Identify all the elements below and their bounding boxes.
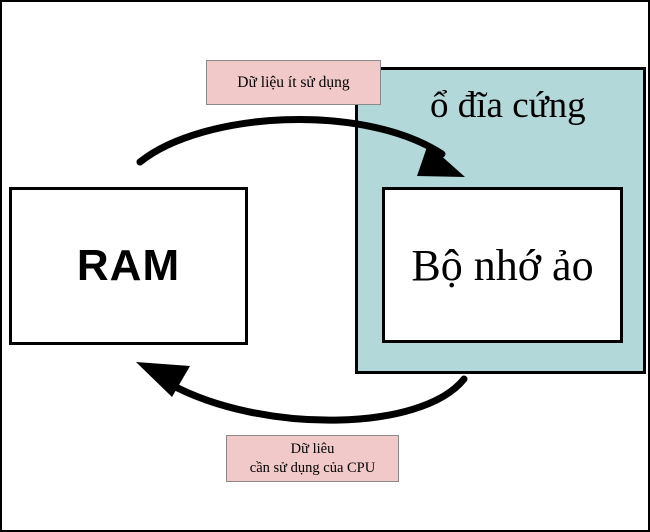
arrow-top-head (417, 144, 465, 177)
note-rarely-used-data: Dữ liệu ít sử dụng (206, 60, 381, 105)
arrow-ram-to-virtual-memory (136, 116, 465, 177)
arrow-virtual-memory-to-ram (136, 362, 468, 424)
virtual-memory-box: Bộ nhớ ảo (382, 187, 623, 343)
ram-label: RAM (76, 241, 181, 290)
hard-disk-label: ổ đĩa cứng (430, 85, 586, 126)
note-cpu-needed-data: Dữ liêu cần sử dụng của CPU (226, 435, 399, 482)
arrow-bottom-curve (166, 375, 468, 424)
ram-box: RAM (9, 187, 248, 345)
virtual-memory-label: Bộ nhớ ảo (411, 240, 594, 290)
arrow-bottom-head (136, 362, 190, 397)
note-bottom-line-1: Dữ liêu (290, 441, 335, 457)
note-bottom-line-2: cần sử dụng của CPU (249, 460, 376, 476)
arrow-top-curve (136, 116, 446, 166)
